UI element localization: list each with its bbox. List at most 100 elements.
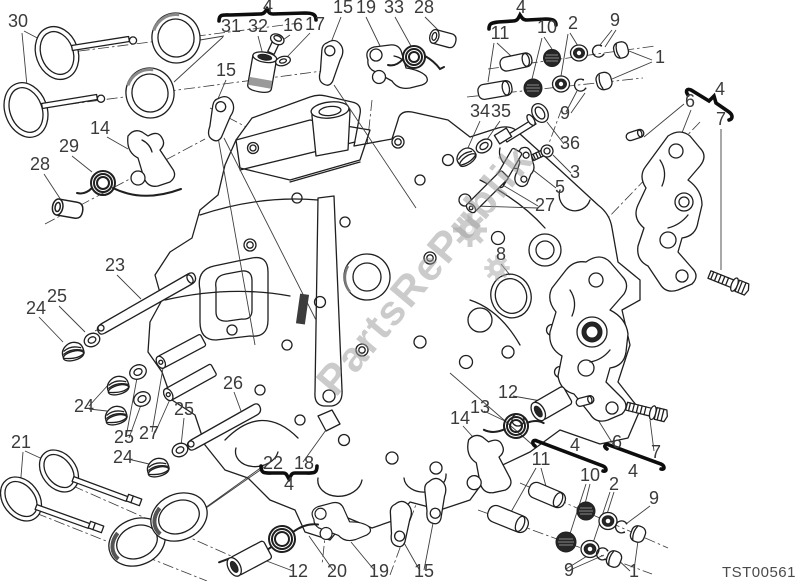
cap-1	[605, 550, 623, 568]
watermark-gear-icon	[484, 255, 510, 281]
part-label-13: 13	[470, 397, 490, 417]
part-label-12: 12	[498, 382, 518, 402]
part-label-36: 36	[560, 133, 580, 153]
part-label-25: 25	[47, 286, 67, 306]
part-label-22: 22	[263, 453, 283, 473]
valve-stem-tip	[128, 36, 138, 45]
part-label-19: 19	[369, 561, 389, 581]
part-label-4: 4	[263, 0, 273, 16]
part-label-23: 23	[105, 255, 125, 275]
rocker-shaft-26	[186, 403, 262, 451]
cap-28-top	[428, 28, 457, 49]
cap-28-left	[51, 198, 84, 220]
rocker-14-bottom-right	[466, 434, 512, 494]
diagram-code: TST00561	[722, 564, 796, 581]
part-label-34: 34	[470, 101, 490, 121]
part-label-27: 27	[535, 195, 555, 215]
valve-seats-31	[125, 12, 201, 119]
group-brackets	[217, 5, 734, 483]
spring-washers-25	[83, 332, 189, 458]
part-label-6: 6	[612, 432, 622, 452]
part-label-16: 16	[283, 15, 303, 35]
bolt-3	[530, 144, 554, 162]
part-label-9: 9	[610, 10, 620, 30]
part-label-11: 11	[491, 23, 510, 43]
part-label-1: 1	[629, 561, 639, 581]
torsion-spring-29	[76, 170, 182, 197]
part-label-35: 35	[491, 101, 511, 121]
part-label-25: 25	[174, 399, 194, 419]
tappet-group-top-right	[477, 41, 630, 101]
part-label-27: 27	[139, 423, 159, 443]
rocker-19-top	[366, 44, 428, 89]
circlip-9	[573, 78, 587, 92]
cap-1	[612, 41, 630, 59]
rocker-shaft-23	[96, 272, 197, 335]
cylinder-head-casting	[147, 94, 641, 541]
torsion-spring-33	[387, 45, 445, 71]
part-label-4: 4	[516, 0, 526, 17]
spacer-12-bottom	[226, 540, 273, 577]
rocker-14-left	[127, 130, 176, 187]
part-label-4: 4	[628, 461, 638, 481]
circlip-9	[595, 547, 609, 561]
part-label-5: 5	[555, 177, 565, 197]
part-label-15: 15	[216, 60, 236, 80]
part-label-12: 12	[288, 561, 308, 581]
part-label-18: 18	[294, 453, 314, 473]
part-label-21: 21	[11, 432, 31, 452]
dowel-pin-6-upper	[625, 128, 645, 142]
part-label-31: 31	[221, 16, 241, 36]
tappet-group-bottom-right	[486, 481, 647, 568]
part-label-2: 2	[609, 474, 619, 494]
bolt-7-upper	[707, 270, 750, 296]
part-label-1: 1	[655, 47, 665, 67]
bracket-6-upper	[635, 131, 705, 292]
part-label-9: 9	[649, 488, 659, 508]
part-label-9: 9	[564, 560, 574, 580]
part-label-33: 33	[384, 0, 404, 17]
part-label-3: 3	[570, 162, 580, 182]
part-label-14: 14	[450, 408, 470, 428]
part-label-32: 32	[248, 16, 268, 36]
part-label-19: 19	[356, 0, 376, 17]
part-label-24: 24	[74, 396, 94, 416]
cap-1	[595, 71, 613, 91]
part-label-25: 25	[114, 427, 134, 447]
valves-21	[0, 449, 143, 534]
part-label-17: 17	[305, 14, 325, 34]
circlip-9	[614, 520, 628, 534]
watermark-gear-icon	[453, 213, 487, 247]
part-label-11: 11	[532, 449, 551, 469]
cap-1	[629, 525, 647, 543]
bolt-7-lower	[624, 401, 668, 423]
dowel-pin-6-lower	[575, 395, 595, 407]
cap-34	[456, 147, 477, 168]
rocker-arm-15-bottom-right	[424, 477, 447, 525]
part-label-4: 4	[570, 435, 580, 455]
part-label-8: 8	[496, 244, 506, 264]
part-label-14: 14	[90, 118, 110, 138]
part-label-9: 9	[560, 103, 570, 123]
rocker-19-bottom	[311, 501, 372, 542]
part-label-10: 10	[537, 17, 557, 37]
washer-17	[275, 55, 291, 67]
part-label-7: 7	[716, 109, 726, 129]
part-label-26: 26	[223, 373, 243, 393]
part-label-15: 15	[414, 561, 434, 581]
part-label-24: 24	[26, 298, 46, 318]
washer-35	[475, 138, 493, 154]
circlip-9	[591, 44, 605, 58]
part-label-4: 4	[715, 79, 725, 99]
rocker-arm-15-top-right	[318, 39, 344, 86]
spark-plug-tube	[310, 101, 351, 157]
part-label-6: 6	[685, 91, 695, 111]
valves-30	[3, 25, 138, 138]
valve-seat-rings-22	[108, 492, 208, 567]
part-label-20: 20	[327, 561, 347, 581]
part-label-24: 24	[113, 447, 133, 467]
part-label-4: 4	[284, 474, 294, 494]
